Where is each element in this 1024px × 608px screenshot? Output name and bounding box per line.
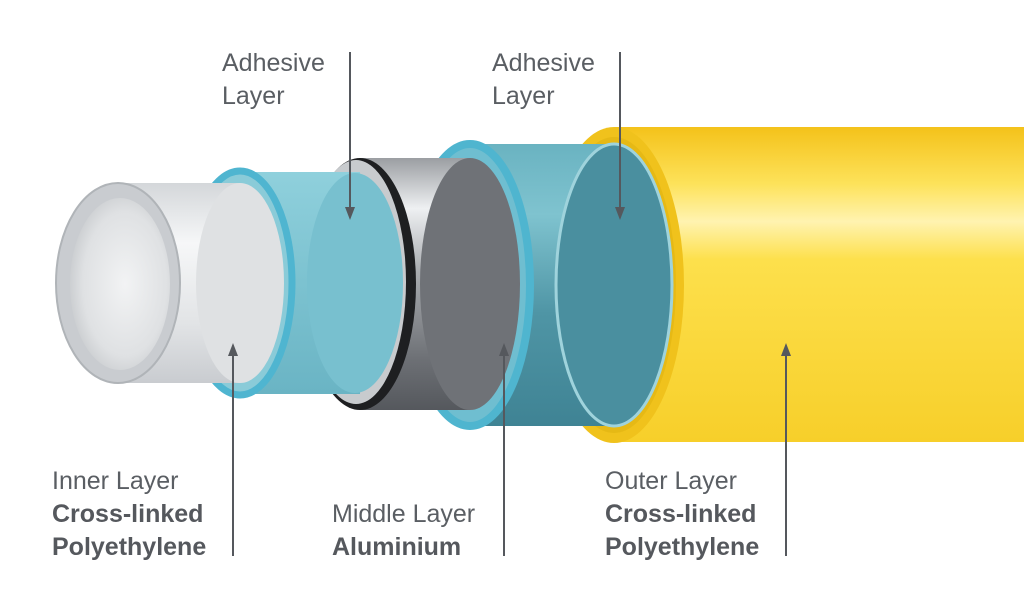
label-outer-line1: Outer Layer bbox=[605, 467, 738, 495]
label-inner-line1: Inner Layer bbox=[52, 467, 179, 495]
label-adhesive-2-line1: Adhesive bbox=[492, 49, 595, 77]
inner-layer bbox=[55, 182, 284, 384]
label-inner-line2: Cross-linked bbox=[52, 500, 204, 528]
label-adhesive-layer-1: Adhesive Layer bbox=[222, 47, 325, 113]
label-adhesive-1-line1: Adhesive bbox=[222, 49, 325, 77]
pointer-outer-arrow bbox=[781, 343, 791, 356]
label-outer-line3: Polyethylene bbox=[605, 533, 760, 561]
pointer-adhesive-2-arrow bbox=[615, 207, 625, 220]
pointer-inner-arrow bbox=[228, 343, 238, 356]
label-adhesive-1-line2: Layer bbox=[222, 82, 285, 110]
pointer-adhesive-1-arrow bbox=[345, 207, 355, 220]
label-outer-layer: Outer Layer Cross-linked Polyethylene bbox=[605, 465, 759, 564]
label-adhesive-2-line2: Layer bbox=[492, 82, 555, 110]
label-inner-layer: Inner Layer Cross-linked Polyethylene bbox=[52, 465, 206, 564]
label-middle-line2: Aluminium bbox=[332, 533, 462, 561]
label-inner-line3: Polyethylene bbox=[52, 533, 207, 561]
label-adhesive-layer-2: Adhesive Layer bbox=[492, 47, 595, 113]
label-outer-line2: Cross-linked bbox=[605, 500, 757, 528]
label-middle-line1: Middle Layer bbox=[332, 500, 476, 528]
label-middle-layer: Middle Layer Aluminium bbox=[332, 498, 475, 564]
pointer-lines bbox=[228, 52, 791, 556]
pointer-middle-arrow bbox=[499, 343, 509, 356]
